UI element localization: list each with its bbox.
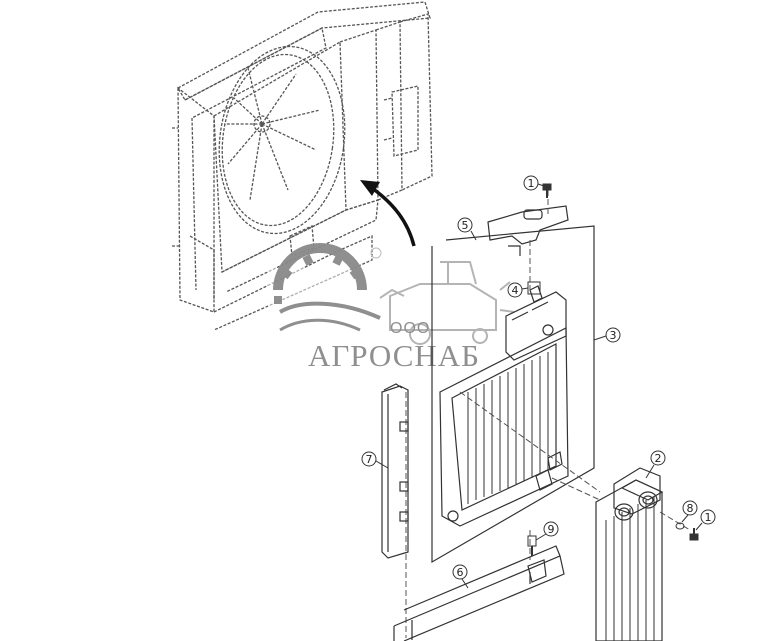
callout-4: 4 <box>507 282 529 298</box>
callout-7: 7 <box>361 451 389 469</box>
callout-6: 6 <box>452 564 469 589</box>
fasteners <box>527 183 699 556</box>
bottom-baffle <box>393 545 565 641</box>
callout-3: 3 <box>593 327 621 343</box>
callout-1-top: 1 <box>523 175 545 191</box>
watermark-line2: АГРОСНАБ <box>308 338 480 373</box>
callout-9: 9 <box>535 521 559 541</box>
oil-cooler <box>595 467 664 641</box>
callout-8: 8 <box>681 500 698 523</box>
assembly-direction-arrow <box>360 180 416 247</box>
watermark-line1: ООО <box>390 320 430 337</box>
callout-5: 5 <box>457 217 477 241</box>
callout-label: 6 <box>457 566 464 579</box>
callout-label: 1 <box>528 177 535 190</box>
alignment-lines <box>405 190 691 638</box>
callout-label: 1 <box>705 511 712 524</box>
radiator <box>439 285 569 527</box>
side-baffle <box>381 383 409 559</box>
callout-label: 7 <box>366 453 373 466</box>
callout-1-right: 1 <box>695 509 716 531</box>
combine-harvester-icon <box>379 261 515 345</box>
agrosnab-watermark-logo: ООО АГРОСНАБ <box>268 243 515 383</box>
callout-label: 8 <box>687 502 694 515</box>
callout-label: 2 <box>655 452 662 465</box>
callout-label: 3 <box>610 329 617 342</box>
callout-2: 2 <box>645 450 666 479</box>
callout-label: 5 <box>462 219 469 232</box>
sealing-plate <box>431 205 595 564</box>
faint-callout-marker <box>370 247 382 259</box>
gear-icon <box>273 243 381 332</box>
callout-label: 9 <box>548 523 555 536</box>
callout-label: 4 <box>512 284 519 297</box>
